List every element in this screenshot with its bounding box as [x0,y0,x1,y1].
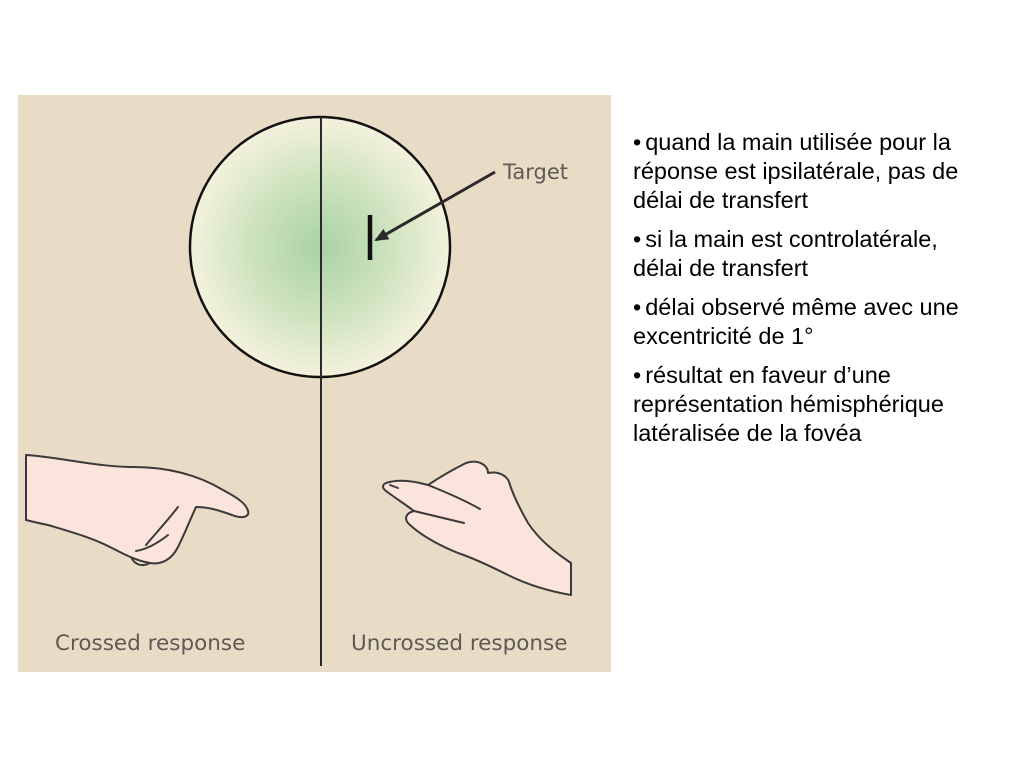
bullet-item-eccentricity: •délai observé même avec une excentricit… [633,293,993,351]
bullet-marker: • [633,294,642,320]
bullet-text: délai observé même avec une excentricité… [633,294,959,349]
bullet-text: quand la main utilisée pour la réponse e… [633,129,959,213]
bullet-text: si la main est controlatérale, délai de … [633,226,938,281]
bullet-marker: • [633,226,642,252]
target-label: Target [502,160,568,184]
bullet-item-ipsilateral: •quand la main utilisée pour la réponse … [633,128,993,215]
bullet-list: •quand la main utilisée pour la réponse … [633,128,993,458]
target-arrow [374,170,496,242]
uncrossed-hand-icon [382,460,572,596]
bullet-marker: • [633,362,642,388]
crossed-response-label: Crossed response [55,631,245,656]
uncrossed-response-label: Uncrossed response [351,631,567,656]
crossed-hand-icon [25,454,250,567]
figure-svg: Target Crossed response Uncrossed respon… [18,95,611,672]
bullet-item-contralateral: •si la main est controlatérale, délai de… [633,225,993,283]
bullet-marker: • [633,129,642,155]
crossed-uncrossed-figure: Target Crossed response Uncrossed respon… [18,95,611,672]
bullet-item-fovea: •résultat en faveur d’une représentation… [633,361,993,448]
bullet-text: résultat en faveur d’une représentation … [633,362,944,446]
